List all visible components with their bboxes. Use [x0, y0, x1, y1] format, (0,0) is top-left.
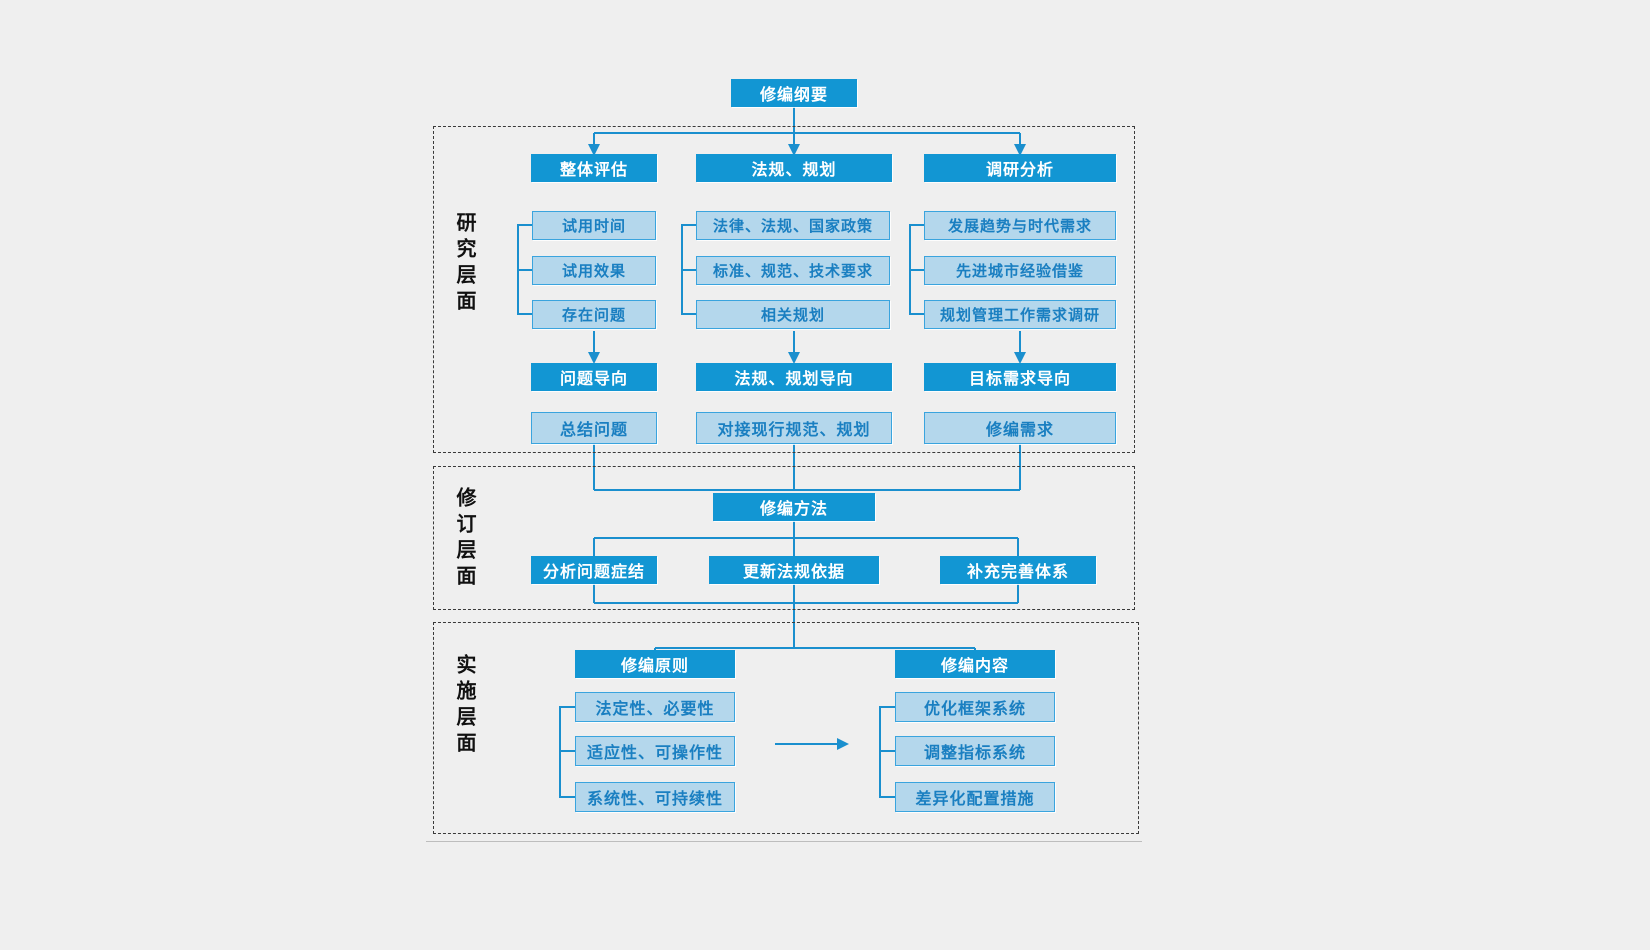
node-impl-g1-item1[interactable]: 调整指标系统	[895, 736, 1055, 766]
node-label: 分析问题症结	[542, 562, 645, 581]
node-label: 法律、法规、国家政策	[712, 217, 873, 235]
node-impl-g0-item2[interactable]: 系统性、可持续性	[575, 782, 735, 812]
node-label: 存在问题	[561, 306, 626, 324]
node-research-c0-result[interactable]: 问题导向	[531, 363, 657, 391]
node-label: 系统性、可持续性	[586, 789, 723, 808]
node-label: 优化框架系统	[923, 699, 1026, 718]
node-research-c1-item1[interactable]: 标准、规范、技术要求	[696, 256, 890, 285]
node-research-c2-output[interactable]: 修编需求	[924, 412, 1116, 444]
node-label: 试用效果	[561, 262, 626, 280]
node-impl-g1-item0[interactable]: 优化框架系统	[895, 692, 1055, 722]
node-label: 对接现行规范、规划	[717, 420, 871, 439]
node-label: 更新法规依据	[742, 562, 845, 581]
node-impl-g1-header[interactable]: 修编内容	[895, 650, 1055, 678]
node-research-c2-result[interactable]: 目标需求导向	[924, 363, 1116, 391]
node-label: 修编需求	[985, 420, 1054, 439]
node-label: 法定性、必要性	[595, 699, 715, 718]
node-label: 总结问题	[559, 420, 628, 439]
node-label: 修编方法	[759, 499, 828, 518]
node-impl-g0-item1[interactable]: 适应性、可操作性	[575, 736, 735, 766]
base-rule	[426, 841, 1142, 842]
layer-implementation-title: 实施层面	[453, 654, 477, 758]
layer-research	[433, 126, 1135, 453]
node-impl-g0-header[interactable]: 修编原则	[575, 650, 735, 678]
layer-revision	[433, 466, 1135, 610]
node-research-c2-item0[interactable]: 发展趋势与时代需求	[924, 211, 1116, 240]
node-root[interactable]: 修编纲要	[731, 79, 857, 107]
node-revision-item2[interactable]: 补充完善体系	[940, 556, 1096, 584]
node-research-c0-item2[interactable]: 存在问题	[532, 300, 656, 329]
node-label: 发展趋势与时代需求	[947, 217, 1092, 235]
node-research-c1-result[interactable]: 法规、规划导向	[696, 363, 892, 391]
node-label: 修编原则	[620, 656, 689, 675]
node-label: 法规、规划	[751, 160, 837, 179]
node-revision-item0[interactable]: 分析问题症结	[531, 556, 657, 584]
node-label: 目标需求导向	[968, 369, 1071, 388]
node-research-c1-item0[interactable]: 法律、法规、国家政策	[696, 211, 890, 240]
node-research-c0-header[interactable]: 整体评估	[531, 154, 657, 182]
node-label: 相关规划	[760, 306, 825, 324]
node-label: 补充完善体系	[966, 562, 1069, 581]
node-research-c2-item1[interactable]: 先进城市经验借鉴	[924, 256, 1116, 285]
node-impl-g1-item2[interactable]: 差异化配置措施	[895, 782, 1055, 812]
node-research-c0-item0[interactable]: 试用时间	[532, 211, 656, 240]
layer-research-title: 研究层面	[453, 212, 477, 316]
layer-revision-title: 修订层面	[453, 487, 477, 591]
node-research-c2-item2[interactable]: 规划管理工作需求调研	[924, 300, 1116, 329]
node-research-c1-output[interactable]: 对接现行规范、规划	[696, 412, 892, 444]
node-revision-header[interactable]: 修编方法	[713, 493, 875, 521]
layer-implementation	[433, 622, 1139, 834]
node-label: 差异化配置措施	[915, 789, 1035, 808]
node-label: 适应性、可操作性	[586, 743, 723, 762]
node-research-c1-item2[interactable]: 相关规划	[696, 300, 890, 329]
node-label: 先进城市经验借鉴	[955, 262, 1084, 280]
node-label: 法规、规划导向	[734, 369, 854, 388]
node-research-c2-header[interactable]: 调研分析	[924, 154, 1116, 182]
node-label: 标准、规范、技术要求	[712, 262, 873, 280]
node-label: 调整指标系统	[923, 743, 1026, 762]
node-label: 整体评估	[559, 160, 628, 179]
node-research-c0-output[interactable]: 总结问题	[531, 412, 657, 444]
node-label: 修编内容	[940, 656, 1009, 675]
node-label: 规划管理工作需求调研	[939, 306, 1100, 324]
node-label: 试用时间	[561, 217, 626, 235]
node-label: 调研分析	[985, 160, 1054, 179]
node-impl-g0-item0[interactable]: 法定性、必要性	[575, 692, 735, 722]
node-label: 修编纲要	[759, 85, 828, 104]
node-label: 问题导向	[559, 369, 628, 388]
node-research-c1-header[interactable]: 法规、规划	[696, 154, 892, 182]
node-research-c0-item1[interactable]: 试用效果	[532, 256, 656, 285]
node-revision-item1[interactable]: 更新法规依据	[709, 556, 879, 584]
